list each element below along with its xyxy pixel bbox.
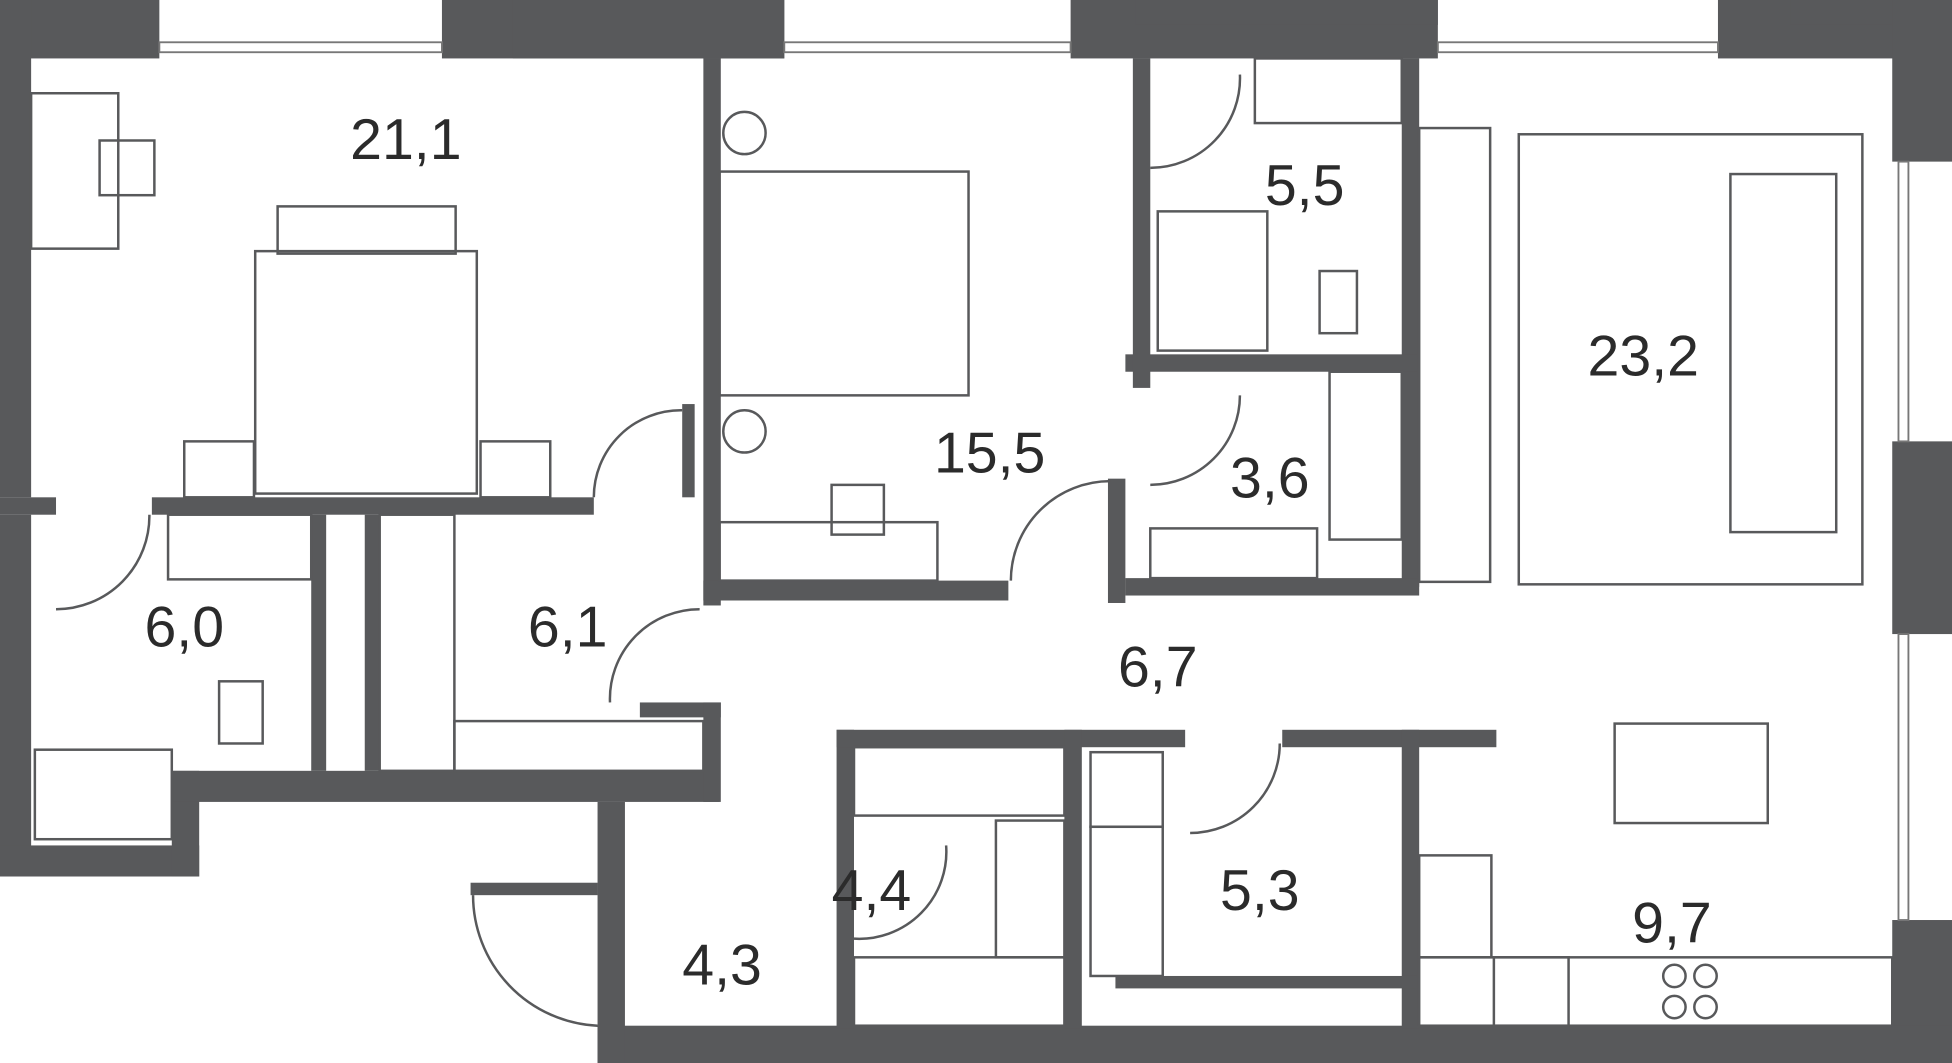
room-area-kitchen: 9,7 bbox=[1632, 891, 1712, 955]
room-area-dressing-room: 6,1 bbox=[528, 596, 608, 660]
room-area-hall: 6,7 bbox=[1118, 635, 1198, 699]
room-area-bathroom-3: 5,3 bbox=[1220, 859, 1300, 923]
room-labels: 21,1 15,5 5,5 23,2 3,6 6,0 6,1 6,7 4,4 5… bbox=[144, 108, 1711, 997]
room-area-bathroom-2: 6,0 bbox=[144, 596, 224, 660]
furniture bbox=[29, 57, 1894, 1027]
room-area-entrance: 4,3 bbox=[682, 934, 762, 998]
room-area-bedroom-2: 15,5 bbox=[934, 421, 1045, 485]
room-area-living-room: 23,2 bbox=[1588, 325, 1699, 389]
room-area-closet-2: 4,4 bbox=[832, 859, 912, 923]
room-area-bathroom-1: 5,5 bbox=[1265, 154, 1345, 218]
room-area-closet-1: 3,6 bbox=[1230, 446, 1310, 510]
room-area-bedroom-1: 21,1 bbox=[350, 108, 461, 172]
doors bbox=[56, 74, 1281, 1027]
windows bbox=[158, 41, 1910, 921]
